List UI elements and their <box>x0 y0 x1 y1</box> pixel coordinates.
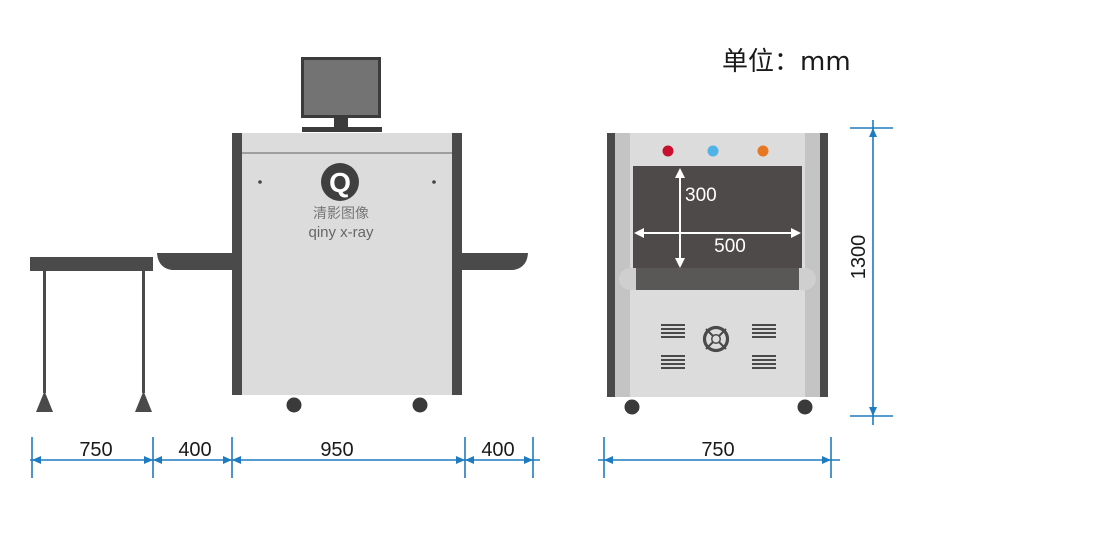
dim-exit-conveyor: 400 <box>481 439 514 461</box>
conveyor-entry <box>157 253 232 270</box>
fan-icon <box>702 325 730 353</box>
indicator-light-red <box>662 145 674 157</box>
indicator-light-orange <box>757 145 769 157</box>
vent-grille-icon <box>661 324 776 369</box>
conveyor-exit <box>462 253 528 270</box>
front-view: 300 500 <box>607 133 828 415</box>
brand-name-en: qiny x-ray <box>308 224 374 241</box>
dim-entry-conveyor: 400 <box>178 439 211 461</box>
dim-tunnel-height: 300 <box>685 185 717 206</box>
front-width-dimension-line <box>598 437 840 478</box>
indicator-light-blue <box>707 145 719 157</box>
logo-letter: Q <box>329 167 351 198</box>
roller-table-icon <box>30 257 153 412</box>
unit-label: 单位：mm <box>722 47 851 77</box>
wheel-right <box>797 399 813 415</box>
front-height-dimension-line <box>850 120 893 425</box>
dim-front-width: 750 <box>701 439 734 461</box>
dim-table-width: 750 <box>79 439 112 461</box>
tunnel-opening <box>633 166 802 270</box>
brand-logo: Q 清影图像 qiny x-ray <box>308 163 374 241</box>
side-dimension-line <box>30 437 540 478</box>
dim-body-length: 950 <box>320 439 353 461</box>
brand-name-cn: 清影图像 <box>313 206 369 222</box>
dim-tunnel-width: 500 <box>714 236 746 257</box>
monitor-icon <box>301 57 382 132</box>
side-view: Q 清影图像 qiny x-ray <box>30 57 528 413</box>
wheel-left <box>624 399 640 415</box>
dim-front-height: 1300 <box>848 235 870 280</box>
